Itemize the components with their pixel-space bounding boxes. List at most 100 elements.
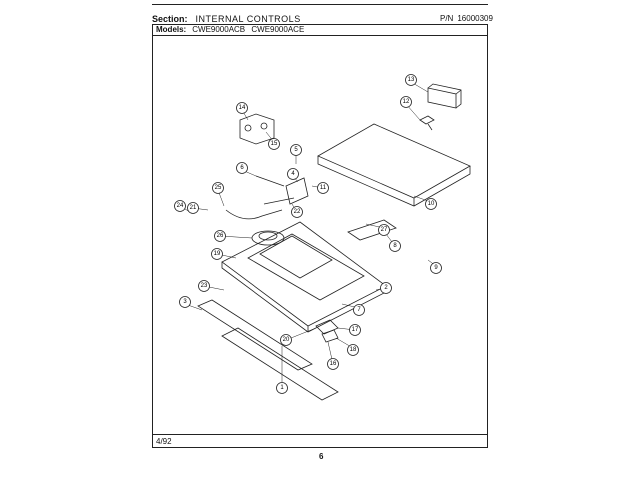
section-label: Section:: [152, 14, 188, 24]
callout-label: 17: [352, 327, 359, 333]
callout-label: 26: [217, 233, 224, 239]
diagram-frame: [152, 24, 488, 448]
section-heading: Section: INTERNAL CONTROLS: [152, 14, 301, 24]
section-value: INTERNAL CONTROLS: [195, 14, 301, 24]
callout-14: 14: [236, 102, 248, 114]
callout-circle: [280, 334, 292, 346]
callout-label: 1: [280, 385, 284, 391]
callout-circle: [349, 324, 361, 336]
callout-label: 16: [330, 361, 337, 367]
callout-circle: [430, 262, 442, 274]
callout-9: 9: [430, 262, 442, 274]
callout-label: 11: [320, 185, 327, 191]
callout-4: 4: [287, 168, 299, 180]
callout-label: 7: [357, 307, 361, 313]
callout-label: 13: [408, 77, 415, 83]
callout-circle: [400, 96, 412, 108]
callout-15: 15: [268, 138, 280, 150]
callout-1: 1: [276, 382, 288, 394]
callout-7: 7: [353, 304, 365, 316]
callout-circle: [174, 200, 186, 212]
header-rule: [152, 4, 488, 5]
callout-19: 19: [211, 248, 223, 260]
models-row: Models: CWE9000ACB CWE9000ACE: [152, 25, 488, 36]
callout-label: 14: [239, 105, 246, 111]
callout-18: 18: [347, 344, 359, 356]
switch-shape: [419, 115, 435, 131]
callout-3: 3: [179, 296, 191, 308]
callout-circle: [276, 382, 288, 394]
callout-circle: [287, 168, 299, 180]
pn-value: 16000309: [457, 14, 493, 23]
callout-label: 22: [294, 209, 301, 215]
callout-circle: [179, 296, 191, 308]
callout-circle: [291, 206, 303, 218]
callout-label: 15: [271, 141, 278, 147]
callout-circle: [236, 162, 248, 174]
rail-upper-shape: [197, 299, 313, 371]
right-bracket-shape: [347, 219, 397, 241]
callout-label: 6: [240, 165, 244, 171]
callout-12: 12: [400, 96, 412, 108]
callout-label: 21: [190, 205, 197, 211]
housing-shape: [247, 233, 365, 301]
callout-label: 27: [381, 227, 388, 233]
callout-circle: [425, 198, 437, 210]
footer-rule: [152, 434, 488, 435]
callout-17: 17: [349, 324, 361, 336]
callout-label: 5: [294, 147, 298, 153]
callout-label: 23: [201, 283, 208, 289]
callout-21: 21: [187, 202, 199, 214]
callout-circle: [317, 182, 329, 194]
callout-16: 16: [327, 358, 339, 370]
panel-box-shape: [427, 87, 457, 109]
callout-circle: [268, 138, 280, 150]
callout-circle: [405, 74, 417, 86]
callout-circle: [236, 102, 248, 114]
lever-plate-shape: [285, 177, 309, 205]
callout-24: 24: [174, 200, 186, 212]
callout-27: 27: [378, 224, 390, 236]
callout-5: 5: [290, 144, 302, 156]
callout-circle: [214, 230, 226, 242]
callout-circle: [290, 144, 302, 156]
callout-10: 10: [425, 198, 437, 210]
callout-11: 11: [317, 182, 329, 194]
callout-13: 13: [405, 74, 417, 86]
callout-label: 10: [428, 201, 435, 207]
models-value: CWE9000ACB CWE9000ACE: [192, 25, 305, 34]
callout-label: 4: [291, 171, 295, 177]
rod-shape: [225, 209, 283, 220]
callout-22: 22: [291, 206, 303, 218]
exploded-parts-diagram: 1234567891011121314151617181920212223242…: [174, 74, 471, 401]
callout-label: 9: [434, 265, 438, 271]
callout-circle: [347, 344, 359, 356]
rail-lower-shape: [221, 327, 339, 401]
callout-circle: [327, 358, 339, 370]
callout-8: 8: [389, 240, 401, 252]
callout-label: 12: [403, 99, 410, 105]
callout-circle: [187, 202, 199, 214]
callout-circle: [211, 248, 223, 260]
callout-circle: [353, 304, 365, 316]
callout-label: 19: [214, 251, 221, 257]
callout-6: 6: [236, 162, 248, 174]
models-label: Models:: [156, 25, 187, 34]
callout-label: 24: [177, 203, 184, 209]
callout-label: 20: [283, 337, 290, 343]
callout-group: 1234567891011121314151617181920212223242…: [174, 74, 442, 394]
callout-label: 8: [393, 243, 397, 249]
top-cover-edge: [317, 156, 471, 207]
callout-circle: [198, 280, 210, 292]
callout-circle: [378, 224, 390, 236]
callout-circle: [212, 182, 224, 194]
callout-23: 23: [198, 280, 210, 292]
callout-circle: [389, 240, 401, 252]
callout-26: 26: [214, 230, 226, 242]
pn-label: P/N: [440, 14, 454, 23]
callout-circle: [380, 282, 392, 294]
callout-2: 2: [380, 282, 392, 294]
callout-20: 20: [280, 334, 292, 346]
callout-label: 2: [384, 285, 388, 291]
